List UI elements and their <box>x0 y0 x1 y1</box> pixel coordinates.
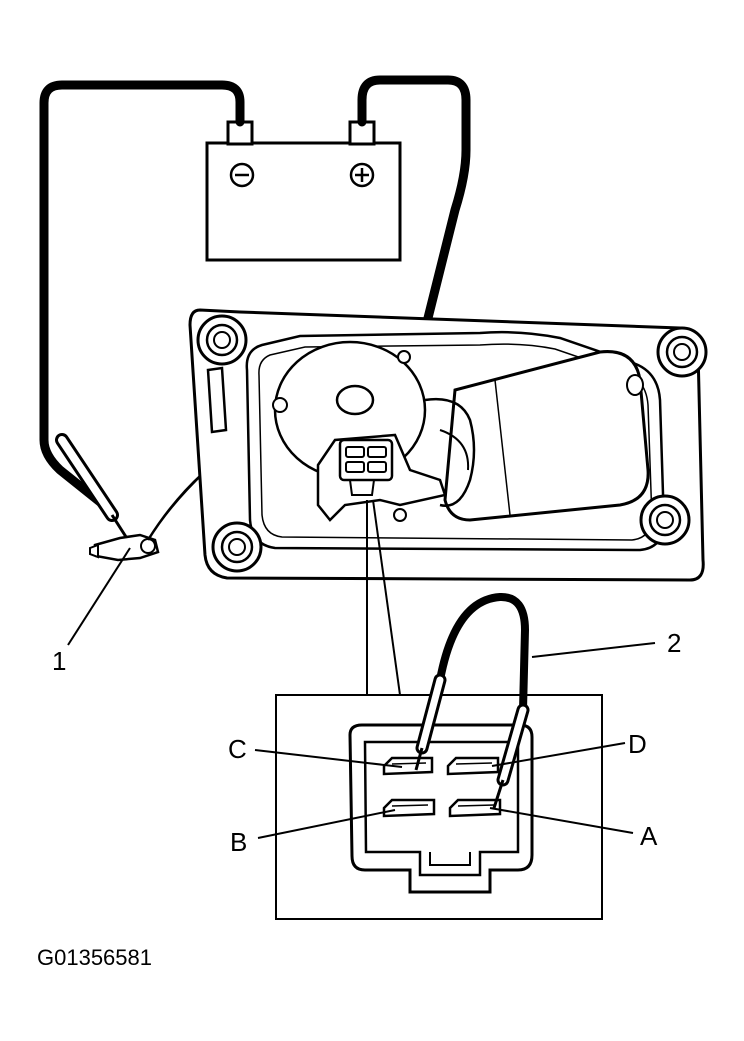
terminal-c-slot <box>382 756 434 776</box>
motor-body <box>443 350 650 522</box>
jumper-wire <box>414 593 530 809</box>
wiper-motor-assembly <box>188 308 708 582</box>
negative-lead <box>39 80 245 515</box>
figure-code: G01356581 <box>37 945 152 970</box>
terminal-b-slot <box>382 798 436 818</box>
leader-a <box>489 807 634 834</box>
callout-2-label: 2 <box>667 628 681 658</box>
terminal-b-label: B <box>230 827 247 857</box>
terminal-d-slot <box>446 756 500 776</box>
battery-negative-symbol <box>229 162 255 188</box>
battery-case <box>205 141 402 262</box>
battery-positive-symbol <box>349 162 375 188</box>
callout-1-label: 1 <box>52 646 66 676</box>
leader-d <box>491 742 626 767</box>
mounting-bolt <box>196 314 248 366</box>
terminal-c-label: C <box>228 734 247 764</box>
mounting-bolt <box>656 326 708 378</box>
leader-b <box>257 809 396 839</box>
mounting-bolt <box>639 494 691 546</box>
motor-connector <box>316 433 447 522</box>
callout-leader-2 <box>531 642 656 658</box>
callout-leader-1 <box>67 547 131 646</box>
terminal-a-label: A <box>640 821 658 851</box>
positive-lead <box>357 75 471 375</box>
mounting-bolt <box>211 521 263 573</box>
terminal-d-label: D <box>628 729 647 759</box>
zoom-line <box>372 499 401 696</box>
connector-housing <box>348 723 534 894</box>
leader-c <box>254 749 403 768</box>
terminal-a-slot <box>448 798 502 818</box>
battery <box>205 120 402 262</box>
